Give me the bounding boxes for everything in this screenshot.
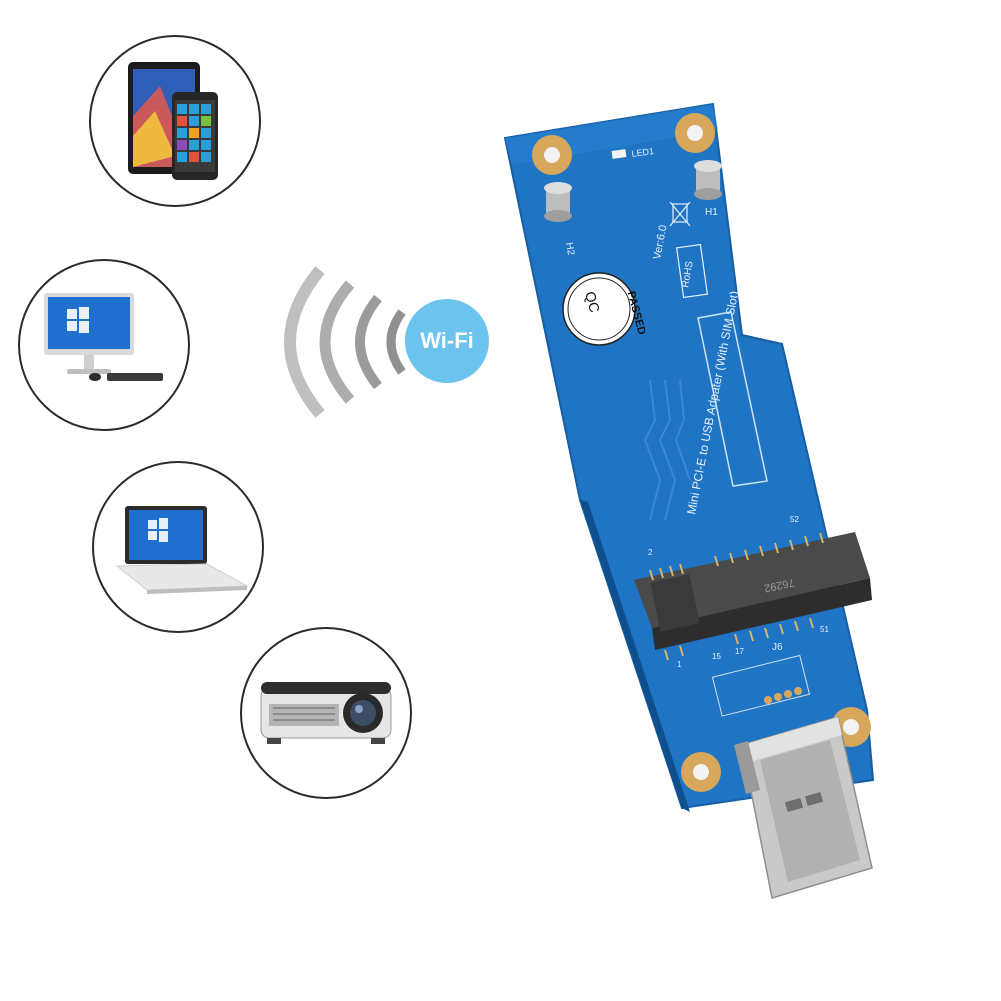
pin-15-label: 15	[712, 652, 721, 661]
weee-bin-icon	[669, 201, 691, 227]
led-indicator	[611, 149, 627, 159]
rohs-mark: RoHS	[675, 243, 709, 299]
pin-1-label: 1	[677, 660, 682, 669]
mounting-hole-bottom-left	[681, 752, 721, 792]
projector-circle	[240, 627, 412, 799]
sim-slot-outline	[697, 311, 768, 487]
pin-51-label: 51	[820, 625, 829, 634]
laptop-icon	[115, 506, 249, 594]
tablet-phone-icon	[128, 62, 218, 180]
h2-label: H2	[563, 242, 576, 257]
led-label: LED1	[631, 146, 655, 159]
pcb-traces	[643, 379, 691, 521]
h1-label: H1	[705, 207, 718, 218]
tablet-phone-circle	[89, 35, 261, 207]
mounting-hole-top-left	[532, 135, 572, 175]
mini-pcie-connector: 76292	[634, 532, 872, 661]
pin-52-label: 52	[790, 515, 799, 524]
wifi-label: Wi-Fi	[420, 328, 474, 353]
mounting-hole-top-right	[675, 113, 715, 153]
projector-icon	[260, 682, 392, 744]
desktop-computer-icon	[44, 293, 163, 381]
usb-a-plug	[734, 716, 873, 899]
desktop-circle	[18, 259, 190, 431]
j6-label: J6	[772, 642, 783, 653]
pin-2-label: 2	[648, 548, 653, 557]
qc-passed-sticker: QC PASSED	[562, 272, 648, 346]
wifi-badge: Wi-Fi	[405, 299, 489, 383]
wifi-waves-icon	[284, 266, 406, 418]
laptop-circle	[92, 461, 264, 633]
qc-text: QC	[582, 290, 603, 314]
standoff-left	[544, 182, 572, 222]
usb-solder-pads	[764, 687, 802, 704]
pin-17-label: 17	[735, 647, 744, 656]
standoff-right	[694, 160, 722, 200]
rohs-label: RoHS	[680, 260, 696, 289]
